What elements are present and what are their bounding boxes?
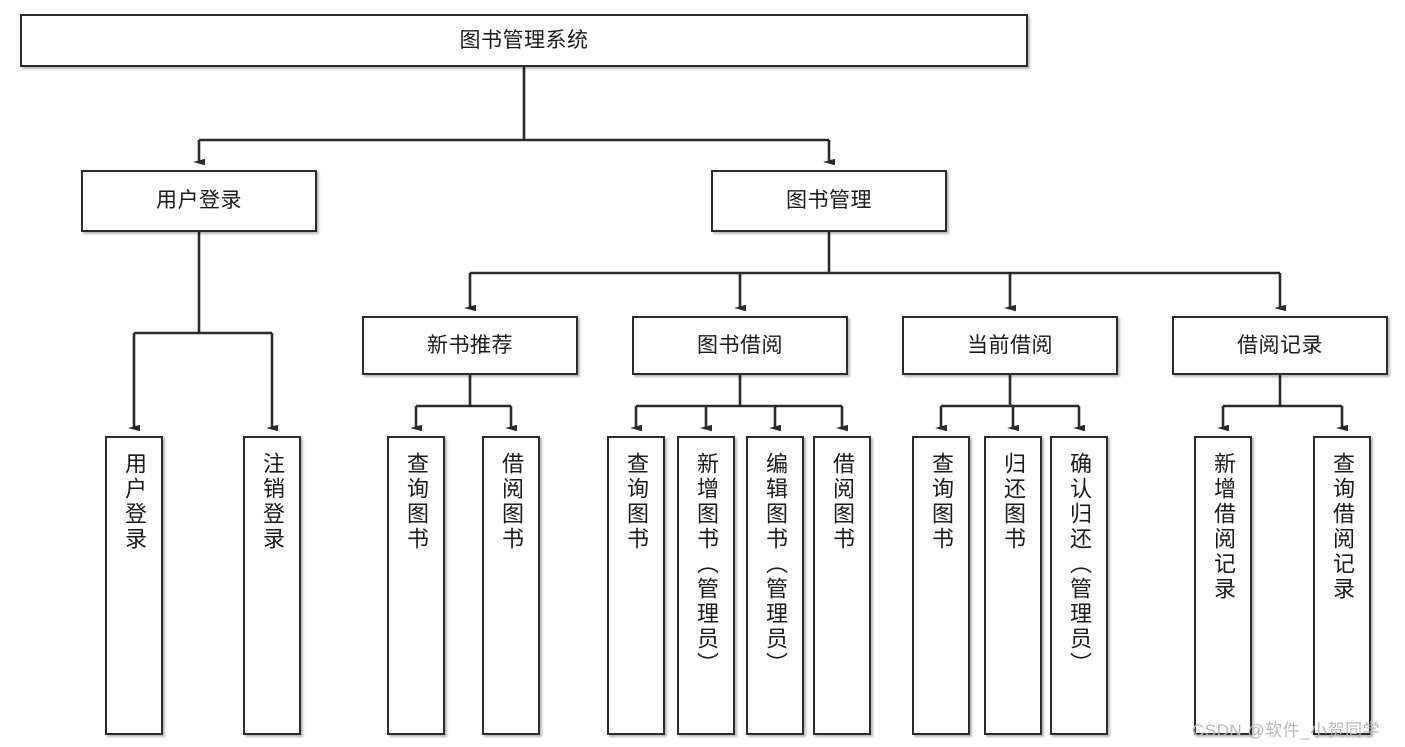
node-leaf-add-borrow-record[interactable]: 新增借阅记录 [1194, 436, 1252, 735]
node-leaf-borrow-book-2[interactable]: 借阅图书 [813, 436, 871, 735]
node-leaf-add-book-label: 新增图书（管理员） [694, 452, 719, 677]
node-root[interactable]: 图书管理系统 [20, 14, 1028, 67]
node-borrow-record[interactable]: 借阅记录 [1172, 316, 1388, 375]
csdn-watermark: CSDN @软件_小贺同学 [1192, 721, 1381, 740]
node-new-book-recommendation[interactable]: 新书推荐 [362, 316, 578, 375]
node-leaf-user-login-label: 用户登录 [122, 452, 147, 552]
node-leaf-query-book-2-label: 查询图书 [624, 452, 649, 552]
node-leaf-logout[interactable]: 注销登录 [243, 436, 301, 735]
node-leaf-borrow-book-2-label: 借阅图书 [830, 452, 855, 552]
node-leaf-query-book-1[interactable]: 查询图书 [387, 436, 445, 735]
node-book-manage[interactable]: 图书管理 [711, 170, 947, 232]
node-leaf-borrow-book-1-label: 借阅图书 [499, 452, 524, 552]
node-root-label: 图书管理系统 [459, 28, 589, 52]
node-leaf-add-borrow-record-label: 新增借阅记录 [1211, 452, 1236, 602]
node-leaf-query-borrow-record[interactable]: 查询借阅记录 [1313, 436, 1371, 735]
node-leaf-query-book-3[interactable]: 查询图书 [912, 436, 970, 735]
node-leaf-return-book-label: 归还图书 [1001, 452, 1026, 552]
node-leaf-confirm-return-label: 确认归还（管理员） [1067, 452, 1092, 677]
node-leaf-query-book-1-label: 查询图书 [404, 452, 429, 552]
node-leaf-query-book-3-label: 查询图书 [929, 452, 954, 552]
node-current-borrow[interactable]: 当前借阅 [902, 316, 1118, 375]
node-book-borrow-label: 图书借阅 [697, 333, 783, 357]
node-leaf-user-login[interactable]: 用户登录 [105, 436, 163, 735]
node-leaf-query-book-2[interactable]: 查询图书 [607, 436, 665, 735]
node-borrow-record-label: 借阅记录 [1237, 333, 1323, 357]
node-leaf-return-book[interactable]: 归还图书 [984, 436, 1042, 735]
node-leaf-borrow-book-1[interactable]: 借阅图书 [482, 436, 540, 735]
node-new-book-recommendation-label: 新书推荐 [427, 333, 513, 357]
node-user-login[interactable]: 用户登录 [81, 170, 317, 232]
node-leaf-add-book[interactable]: 新增图书（管理员） [677, 436, 735, 735]
node-leaf-query-borrow-record-label: 查询借阅记录 [1330, 452, 1355, 602]
node-leaf-edit-book[interactable]: 编辑图书（管理员） [746, 436, 804, 735]
node-current-borrow-label: 当前借阅 [967, 333, 1053, 357]
node-leaf-logout-label: 注销登录 [260, 452, 285, 552]
node-leaf-confirm-return[interactable]: 确认归还（管理员） [1050, 436, 1108, 735]
node-leaf-edit-book-label: 编辑图书（管理员） [763, 452, 788, 677]
node-user-login-label: 用户登录 [156, 189, 242, 213]
node-book-manage-label: 图书管理 [786, 189, 872, 213]
node-book-borrow[interactable]: 图书借阅 [632, 316, 848, 375]
